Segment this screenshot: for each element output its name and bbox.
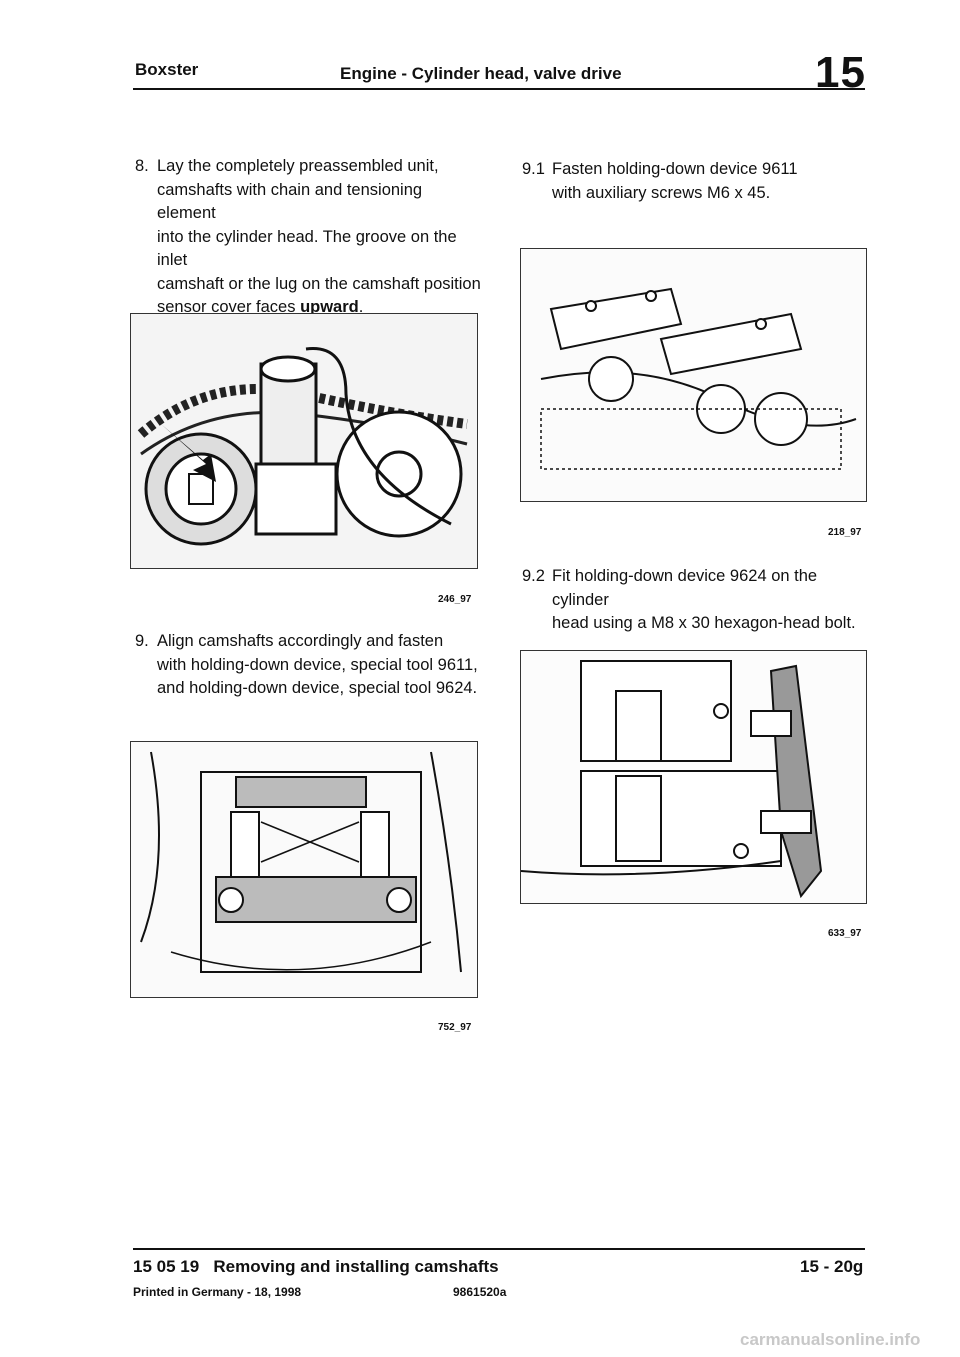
footer-rule [133,1248,865,1250]
step-number: 8. [135,157,149,175]
device-9611-illustration [521,249,866,501]
header-model: Boxster [135,60,199,79]
step-line: and holding-down device, special tool 96… [157,679,478,697]
step-line: with holding-down device, special tool 9… [157,655,478,674]
print-info: Printed in Germany - 18, 1998 [133,1285,302,1299]
figure-camshaft-unit [130,313,478,569]
step-text: . [358,298,364,316]
footer-section: 15 05 19 Removing and installing camshaf… [133,1257,499,1276]
figure-number: 633_97 [828,928,862,939]
figure-number: 246_97 [438,594,472,605]
step-8: 8. Lay the completely preassembled unit,… [135,155,485,320]
step-line: into the cylinder head. The groove on th… [157,227,457,270]
figure-device-9624 [520,650,867,904]
step-line: head using a M8 x 30 hexagon-head bolt. [552,614,856,632]
camshaft-unit-illustration [131,314,477,568]
figure-holding-down-devices [130,741,478,998]
holding-down-devices-illustration [131,742,477,997]
step-line: Align camshafts accordingly and fasten [157,632,444,650]
step-line: with auxiliary screws M6 x 45. [552,183,771,202]
step-9-2: 9.2 Fit holding-down device 9624 on the … [522,565,872,636]
step-line: camshaft or the lug on the camshaft posi… [157,274,481,293]
page-number: 15 - 20g [800,1257,864,1276]
step-line: camshafts with chain and tensioning elem… [157,180,423,223]
step-number: 9.2 [522,567,545,585]
step-text: sensor cover faces [157,298,301,316]
step-line: Fit holding-down device 9624 on the cyli… [552,567,818,609]
group-number: 15 [815,48,866,97]
figure-number: 218_97 [828,527,862,538]
figure-device-9611 [520,248,867,502]
step-9-1: 9.1 Fasten holding-down device 9611 with… [522,158,872,205]
device-9624-illustration [521,651,866,903]
header-rule [133,88,865,90]
step-line: Fasten holding-down device 9611 [552,160,798,178]
figure-number: 752_97 [438,1022,472,1033]
step-number: 9. [135,632,149,650]
step-number: 9.1 [522,160,545,178]
step-9: 9. Align camshafts accordingly and faste… [135,630,485,701]
watermark: carmanualsonline.info [740,1330,921,1349]
header-title: Engine - Cylinder head, valve drive [340,64,622,83]
step-line: sensor cover faces upward. [157,296,485,320]
step-line: Lay the completely preassembled unit, [157,157,439,175]
document-code: 9861520a [453,1285,507,1299]
emphasis-text: upward [300,298,359,316]
